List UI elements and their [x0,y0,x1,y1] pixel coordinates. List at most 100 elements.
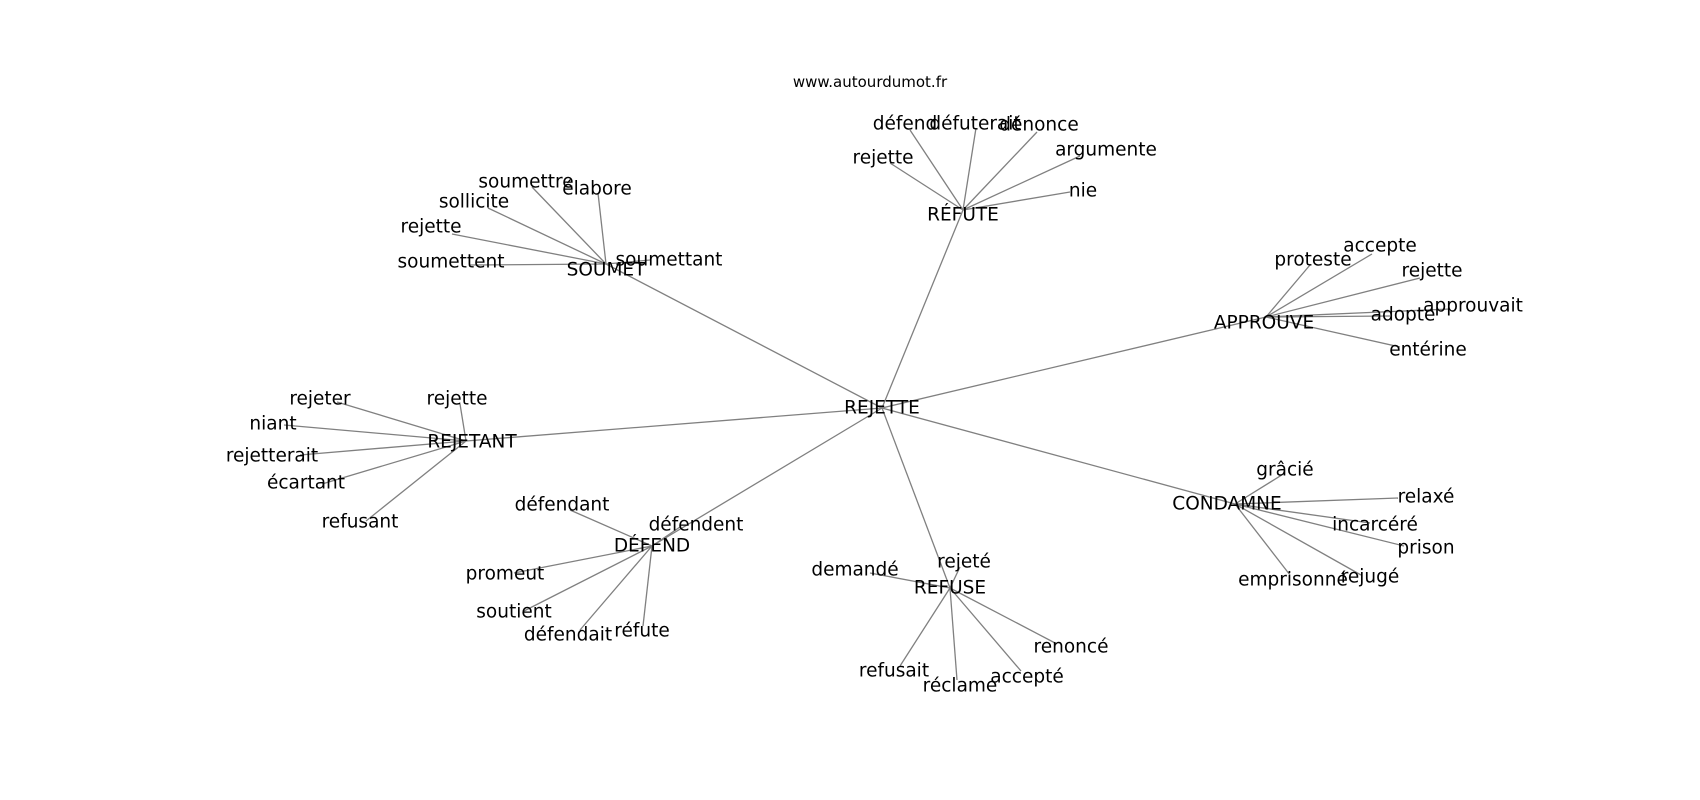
node-leaf-soumet-soumettent[interactable]: soumettent [398,252,505,273]
edge-center-to-refute [881,209,964,409]
node-center-rejette[interactable]: REJETTE [844,398,920,419]
node-leaf-defend-promeut[interactable]: promeut [466,564,545,585]
edge-defend-defendant [569,509,653,547]
node-leaf-approuve-enterine[interactable]: entérine [1389,340,1467,361]
node-leaf-refute-defend[interactable]: défend [873,114,938,135]
node-leaf-approuve-adopte[interactable]: adopte [1371,305,1436,326]
edge-condamne-incarcere [1234,503,1371,524]
edge-rejetant-refusant [365,440,467,522]
node-leaf-approuve-accepte[interactable]: accepte [1343,236,1416,257]
edge-center-to-condamne [881,407,1236,505]
node-leaf-refute-rejette[interactable]: rejette [853,148,914,169]
edge-approuve-adopte [1265,315,1391,318]
edge-rejetant-rejetterait [299,440,467,456]
edge-approuve-proteste [1265,264,1311,318]
edge-defend-refute [642,545,653,627]
node-hub-defend[interactable]: DÉFEND [614,535,690,557]
node-leaf-soumet-soumettre[interactable]: soumettre [478,172,573,193]
edge-condamne-relaxe [1234,497,1399,505]
node-leaf-soumet-sollicite[interactable]: sollicite [439,192,509,213]
edge-soumet-sollicite [487,207,607,265]
edge-soumet-soumettre [531,186,607,265]
edge-refuse-accepte [949,587,1022,672]
node-leaf-defend-soutient[interactable]: soutient [476,602,551,623]
node-leaf-refuse-demande[interactable]: demandé [811,560,898,581]
node-leaf-rejetant-rejette[interactable]: rejette [427,389,488,410]
node-leaf-defend-defendent[interactable]: défendent [649,515,744,536]
edge-center-to-soumet [605,263,883,409]
node-leaf-approuve-rejette[interactable]: rejette [1402,261,1463,282]
node-leaf-soumet-elabore[interactable]: élabore [562,179,632,200]
edge-condamne-prison [1234,503,1405,547]
edge-soumet-rejette [451,233,607,265]
node-leaf-approuve-approuvait[interactable]: approuvait [1423,296,1523,317]
node-leaf-rejetant-ecartant[interactable]: écartant [267,473,345,494]
node-leaf-condamne-prison[interactable]: prison [1397,538,1454,559]
edge-center-to-refuse [881,407,951,589]
source-watermark: www.autourdumot.fr [793,73,948,91]
edge-center-to-rejetant [465,407,883,442]
edge-rejetant-rejette [459,403,467,442]
node-leaf-soumet-rejette[interactable]: rejette [401,217,462,238]
node-leaf-rejetant-rejetterait[interactable]: rejetterait [226,446,318,467]
edge-center-to-approuve [881,316,1267,409]
edge-defend-soutient [523,545,653,612]
edge-refuse-demande [869,572,951,589]
node-leaf-approuve-proteste[interactable]: proteste [1274,250,1351,271]
node-leaf-refuse-renonce[interactable]: renoncé [1034,637,1109,658]
edge-refute-argumente [962,155,1081,211]
node-leaf-soumet-soumettant[interactable]: soumettant [616,250,723,271]
node-hub-refute[interactable]: RÉFUTE [927,204,999,226]
graph-edges [283,127,1451,681]
node-hub-condamne[interactable]: CONDAMNE [1172,494,1281,515]
edge-refute-rejette [889,162,964,211]
node-leaf-defend-defendant[interactable]: défendant [515,495,610,516]
edge-refuse-renonce [949,587,1058,645]
node-leaf-defend-defendait[interactable]: défendait [524,625,612,646]
node-leaf-refute-nie[interactable]: nie [1069,181,1097,202]
node-leaf-refuse-accepte[interactable]: accepté [990,667,1063,688]
node-leaf-rejetant-rejeter[interactable]: rejeter [289,389,351,410]
node-leaf-refuse-reclame[interactable]: réclame [923,676,998,697]
node-leaf-refute-argumente[interactable]: argumente [1055,140,1157,161]
edge-condamne-emprisonne [1234,503,1291,576]
edge-approuve-accepte [1265,253,1373,318]
edge-refute-denonce [962,131,1038,211]
edge-defend-defendait [579,545,653,631]
edge-condamne-gracie [1234,472,1286,505]
node-leaf-condamne-relaxe[interactable]: relaxé [1398,487,1455,508]
edge-defend-defendent [651,526,681,547]
edge-approuve-rejette [1265,277,1421,318]
node-leaf-condamne-rejuge[interactable]: rejugé [1341,567,1400,588]
node-hub-refuse[interactable]: REFUSE [914,578,986,599]
edge-refuse-reclame [949,587,958,681]
edge-refuse-refusait [899,587,951,667]
node-leaf-rejetant-refusant[interactable]: refusant [322,512,399,533]
node-leaf-defend-refute[interactable]: réfute [614,621,669,642]
node-leaf-condamne-gracie[interactable]: grâcié [1256,460,1313,481]
edge-rejetant-rejeter [336,401,467,442]
node-hub-soumet[interactable]: SOUMET [567,260,646,281]
node-leaf-rejetant-niant[interactable]: niant [249,414,296,435]
edge-approuve-enterine [1265,316,1401,348]
edge-refute-defend [909,129,964,211]
edge-condamne-rejuge [1234,503,1362,576]
node-leaf-refute-denonce[interactable]: dénonce [999,115,1078,136]
node-leaf-refute-defuterait[interactable]: défuterait [929,114,1020,135]
node-leaf-refuse-rejete[interactable]: rejeté [937,552,991,573]
edge-soumet-elabore [597,192,607,265]
node-leaf-condamne-emprisonne[interactable]: emprisonné [1238,570,1348,591]
edge-soumet-soumettant [605,259,651,265]
node-hub-rejetant[interactable]: REJETANT [427,432,517,453]
node-leaf-condamne-incarcere[interactable]: incarcéré [1332,515,1418,536]
edge-refuse-rejete [949,566,961,589]
edge-soumet-soumettent [469,263,607,266]
edge-approuve-approuvait [1265,308,1451,318]
edge-rejetant-ecartant [321,440,467,485]
node-leaf-refuse-refusait[interactable]: refusait [859,661,929,682]
edge-refute-nie [962,191,1071,211]
node-hub-approuve[interactable]: APPROUVE [1214,313,1314,334]
edge-defend-promeut [513,545,653,574]
